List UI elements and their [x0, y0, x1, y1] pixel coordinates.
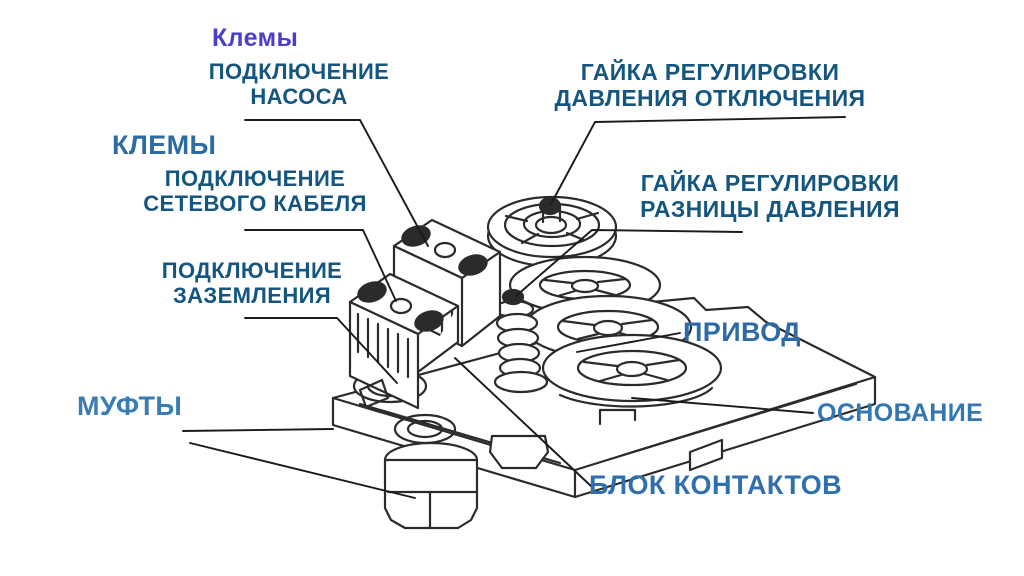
- label-network-cable-connection: ПОДКЛЮЧЕНИЕ СЕТЕВОГО КАБЕЛЯ: [143, 166, 367, 217]
- leader-actuator: [576, 332, 681, 353]
- leader-couplings-1: [182, 428, 334, 432]
- label-actuator: ПРИВОД: [683, 317, 801, 347]
- leader-ground-connection: [244, 317, 398, 384]
- label-contact-block: БЛОК КОНТАКТОВ: [589, 470, 843, 500]
- differential-spring: [493, 288, 549, 394]
- main-spring: [508, 255, 723, 408]
- label-cutoff-pressure-nut: ГАЙКА РЕГУЛИРОВКИ ДАВЛЕНИЯ ОТКЛЮЧЕНИЯ: [554, 59, 866, 112]
- label-ground-connection: ПОДКЛЮЧЕНИЕ ЗАЗЕМЛЕНИЯ: [161, 258, 343, 309]
- label-pressure-diff-nut: ГАЙКА РЕГУЛИРОВКИ РАЗНИЦЫ ДАВЛЕНИЯ: [640, 170, 900, 223]
- leader-diff-nut: [515, 229, 743, 297]
- couplings: [383, 441, 479, 530]
- label-pump-connection: ПОДКЛЮЧЕНИЕ НАСОСА: [208, 59, 390, 110]
- label-terminals-top: Клемы: [212, 24, 299, 52]
- leader-base: [631, 397, 814, 414]
- leader-network-cable: [244, 229, 397, 302]
- label-couplings: МУФТЫ: [77, 391, 183, 421]
- leader-lines: [182, 116, 846, 499]
- leader-pump-connection: [244, 119, 429, 247]
- leader-cutoff-nut: [550, 116, 846, 205]
- cutoff-adjustment-nut: [486, 195, 618, 268]
- label-base: ОСНОВАНИЕ: [817, 399, 984, 427]
- leader-couplings-2: [189, 442, 416, 499]
- leader-contact-block: [454, 357, 593, 488]
- terminal-block-network: [348, 272, 460, 410]
- label-terminals-left: КЛЕМЫ: [112, 130, 217, 160]
